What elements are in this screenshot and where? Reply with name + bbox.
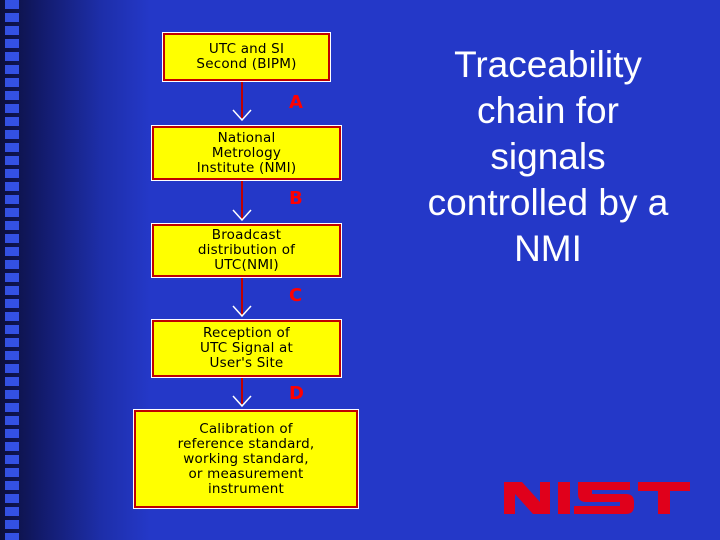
flow-box-reception-of-utc-signal: Reception of UTC Signal at User's Site	[151, 319, 342, 378]
step-letter-d: D	[289, 383, 305, 404]
decorative-square-strip	[5, 0, 19, 540]
arrowhead-d-icon	[232, 395, 252, 408]
arrowhead-a-icon	[232, 109, 252, 122]
step-letter-b: B	[289, 188, 304, 209]
flow-box-utc-si-second: UTC and SI Second (BIPM)	[162, 32, 331, 82]
flow-box-broadcast-distribution: Broadcast distribution of UTC(NMI)	[151, 223, 342, 278]
step-letter-c: C	[289, 285, 304, 306]
step-letter-a: A	[289, 92, 304, 113]
flow-box-national-metrology-institute: National Metrology Institute (NMI)	[151, 125, 342, 181]
flow-box-calibration: Calibration of reference standard, worki…	[133, 409, 359, 509]
arrowhead-c-icon	[232, 305, 252, 318]
nist-logo	[504, 482, 690, 514]
arrowhead-b-icon	[232, 209, 252, 222]
slide-title: Traceability chain for signals controlle…	[427, 44, 669, 269]
